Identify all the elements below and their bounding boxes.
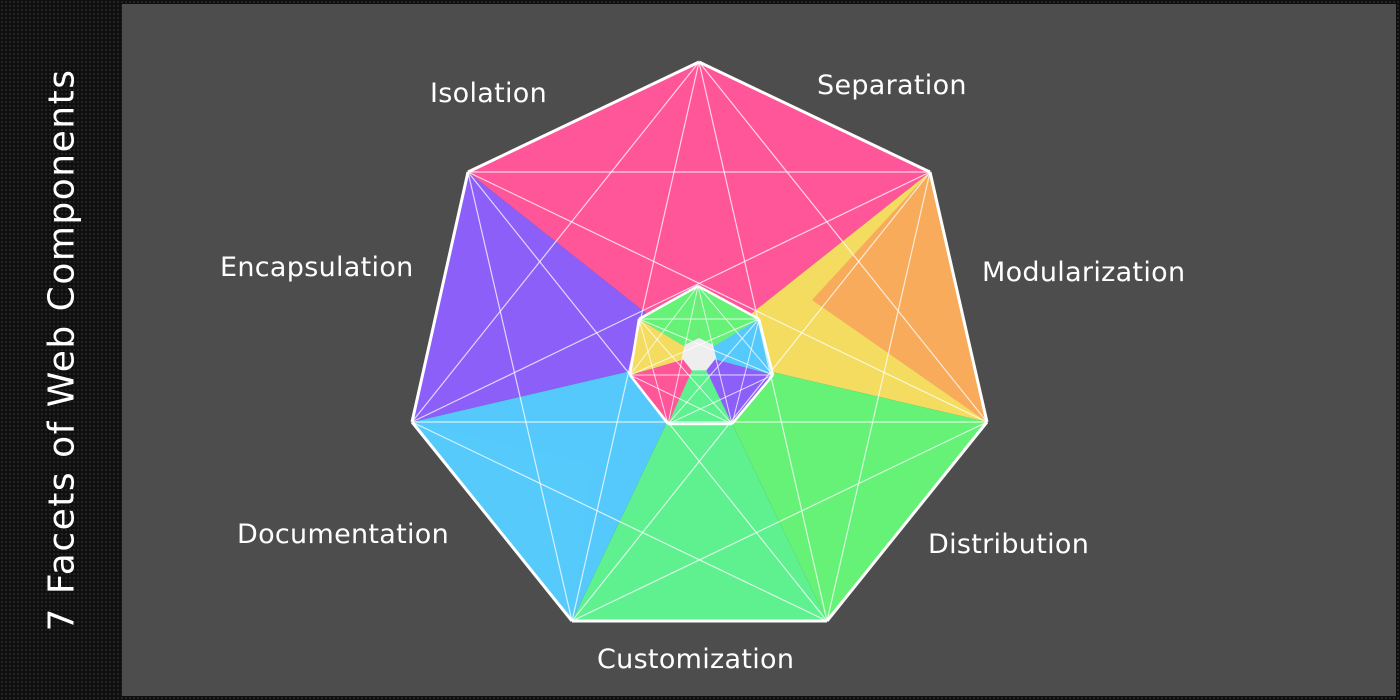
inner-facet-region — [630, 355, 699, 424]
star-chord — [411, 421, 828, 622]
facet-blend-region — [412, 422, 592, 621]
outer-heptagon-edge — [410, 421, 574, 622]
facet-label-distribution: Distribution — [928, 529, 1090, 560]
facet-region — [572, 355, 827, 621]
star-chord — [467, 171, 988, 423]
outer-heptagon-edge — [698, 60, 931, 174]
inner-heptagon-edge — [638, 284, 699, 321]
inner-star-chord — [731, 318, 760, 425]
facet-label-modularization: Modularization — [982, 257, 1186, 288]
outer-heptagon-edge — [410, 171, 470, 423]
inner-star-chord — [629, 285, 699, 376]
outer-heptagon-edge — [825, 421, 989, 622]
inner-facet-region — [630, 319, 699, 375]
star-chord — [467, 171, 573, 622]
star-chord — [698, 61, 988, 423]
inner-star-chord — [638, 318, 733, 425]
star-chord — [698, 61, 828, 622]
facet-label-separation: Separation — [817, 70, 967, 101]
facet-label-isolation: Isolation — [430, 78, 548, 109]
diagram-panel: Isolation Separation Modularization Dist… — [122, 4, 1396, 696]
facet-label-encapsulation: Encapsulation — [220, 252, 414, 283]
inner-star-chord — [697, 285, 733, 425]
inner-star-chord — [638, 318, 774, 376]
inner-star-chord — [667, 318, 760, 425]
inner-heptagon-edge — [628, 318, 641, 376]
inner-star-chord — [667, 374, 774, 425]
star-chord — [826, 171, 931, 622]
facet-label-customization: Customization — [597, 644, 795, 675]
inner-facet-region — [699, 319, 773, 375]
inner-heptagon-edge — [731, 374, 774, 425]
title-strip: 7 Facets of Web Components — [0, 0, 120, 700]
heptagon-diagram — [410, 60, 989, 623]
star-chord — [571, 421, 988, 622]
page-title: 7 Facets of Web Components — [41, 68, 83, 632]
outer-heptagon-edge — [928, 171, 989, 423]
facet-blend-region — [699, 62, 930, 264]
star-chord — [571, 171, 931, 622]
inner-facet-region — [698, 286, 759, 355]
star-chord — [411, 171, 931, 423]
inner-star-chord — [638, 318, 669, 425]
outer-heptagon-edge — [467, 60, 700, 174]
inner-star-chord — [697, 285, 774, 376]
facet-blend-region — [412, 172, 592, 422]
inner-facet-region — [668, 355, 732, 424]
inner-heptagon-edge — [629, 374, 669, 425]
center-heptagon — [682, 338, 716, 371]
star-chord — [411, 61, 700, 423]
inner-facet-region — [699, 355, 773, 424]
inner-star-chord — [629, 374, 733, 425]
facet-blend-region — [802, 422, 987, 621]
inner-heptagon-edge — [697, 284, 760, 321]
inner-star-chord — [629, 318, 760, 376]
inner-star-chord — [667, 285, 699, 425]
inner-heptagon-edge — [757, 318, 775, 376]
facet-label-documentation: Documentation — [237, 519, 450, 550]
